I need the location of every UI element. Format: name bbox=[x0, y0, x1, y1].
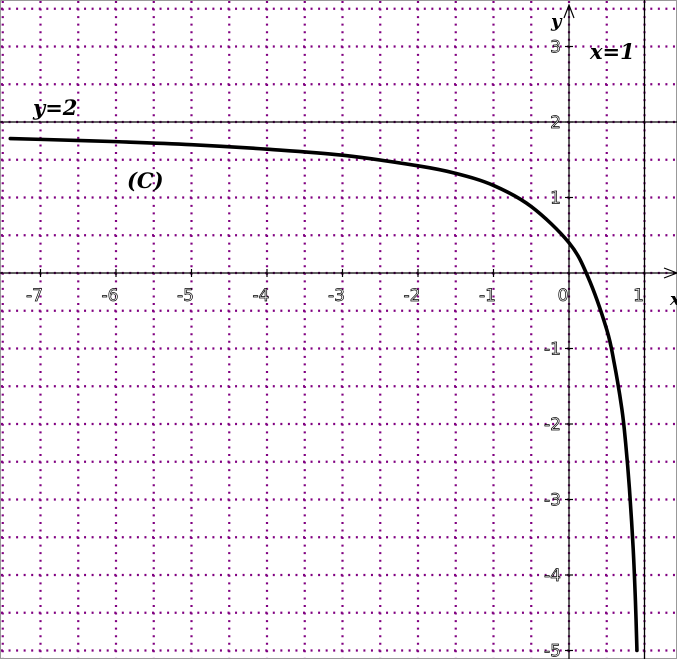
y-tick-label: 1 bbox=[550, 189, 561, 209]
y-tick-label: 3 bbox=[550, 38, 561, 58]
curve-c bbox=[8, 136, 639, 653]
y-tick-label: -5 bbox=[544, 642, 561, 659]
x-tick-label: -5 bbox=[177, 286, 194, 306]
y-tick-label: -4 bbox=[544, 566, 561, 586]
x-tick-label: -6 bbox=[102, 286, 119, 306]
x-tick-label: -7 bbox=[26, 286, 43, 306]
curves bbox=[8, 136, 639, 653]
x-axis-label: x bbox=[669, 289, 677, 310]
y-axis-label: y bbox=[550, 11, 563, 32]
x-tick-label: -2 bbox=[404, 286, 421, 306]
x-tick-label: -4 bbox=[253, 286, 270, 306]
x-tick-label: -3 bbox=[328, 286, 345, 306]
y-tick-label: -1 bbox=[544, 340, 561, 360]
axes bbox=[0, 3, 677, 659]
vertical-asymptote-label: x=1 bbox=[589, 39, 635, 64]
x-tick-label: 1 bbox=[633, 286, 644, 306]
y-axis-arrow bbox=[563, 3, 575, 19]
annotations: y=2 x=1 (C) y x bbox=[32, 11, 677, 310]
y-tick-label: -3 bbox=[544, 491, 561, 511]
x-tick-label: 0 bbox=[558, 286, 569, 306]
y-tick-label: -2 bbox=[544, 415, 561, 435]
y-tick-label: 2 bbox=[550, 113, 561, 133]
tick-labels: -7 -6 -5 -4 -3 -2 -1 0 1 -5 -4 -3 -2 -1 1 2 3 bbox=[26, 37, 646, 659]
x-tick-label: -1 bbox=[479, 286, 496, 306]
x-axis-arrow bbox=[663, 267, 677, 279]
horizontal-asymptote-label: y=2 bbox=[32, 95, 77, 120]
curve-label: (C) bbox=[127, 168, 164, 193]
